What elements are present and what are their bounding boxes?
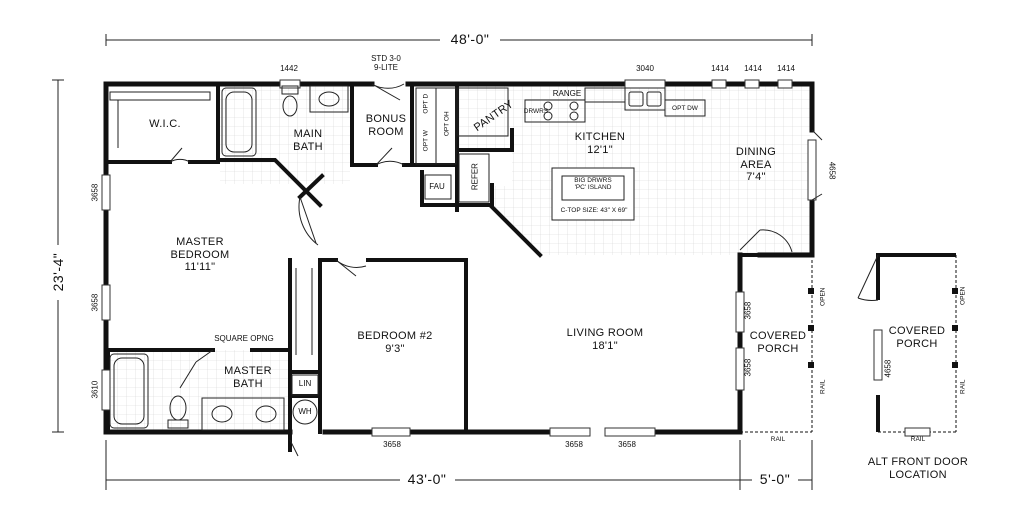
dining-line3: 7'4": [746, 171, 766, 184]
window-bottom-living-b-label: 3658: [618, 440, 636, 449]
alt-front-door-line2: LOCATION: [889, 468, 947, 481]
alt-covered-porch-label: COVERED PORCH: [887, 325, 947, 350]
fixtures: [109, 85, 706, 431]
porch-posts: [808, 288, 958, 368]
window-1414-c-label: 1414: [777, 64, 795, 73]
window-left-middle-label: 3658: [90, 293, 100, 312]
master-bath-line1: MASTER: [224, 365, 272, 377]
bedroom2-line1: BEDROOM #2: [357, 330, 433, 342]
square-opng-label: SQUARE OPNG: [214, 334, 274, 343]
refer-label: REFER: [470, 163, 480, 191]
front-door-std-label: STD 3-0 9-LITE: [362, 54, 410, 72]
living-room-line1: LIVING ROOM: [566, 327, 644, 339]
alt-covered-porch-line1: COVERED: [888, 325, 946, 337]
window-porch-upper-label: 3658: [743, 301, 753, 320]
window-1442-label: 1442: [280, 64, 298, 73]
interior-walls: [104, 82, 762, 452]
opt-d-label: OPT D: [422, 93, 430, 114]
window-1414-a-label: 1414: [711, 64, 729, 73]
opt-dw-label: OPT DW: [672, 105, 698, 112]
bedroom2-label: BEDROOM #2 9'3": [355, 330, 435, 355]
wic-label: W.I.C.: [149, 118, 181, 130]
covered-porch-label: COVERED PORCH: [748, 330, 808, 355]
bonus-room-label: BONUS ROOM: [361, 113, 411, 138]
opt-w-label: OPT W: [422, 130, 430, 152]
island-label: BIG DRWRS 'PC' ISLAND: [562, 177, 624, 192]
main-bath-line2: BATH: [293, 140, 323, 153]
kitchen-line1: KITCHEN: [574, 131, 626, 143]
window-left-upper-label: 3658: [90, 183, 100, 202]
wh-label: WH: [298, 407, 312, 416]
dining-line1: DINING: [735, 146, 777, 158]
dimension-lines: [52, 34, 813, 490]
master-bath-label: MASTER BATH: [218, 365, 278, 390]
window-1414-b-label: 1414: [744, 64, 762, 73]
overall-width-dimension: 48'-0": [450, 31, 490, 47]
alt-porch-rail-bottom-label: RAIL: [910, 436, 926, 443]
master-bedroom-line1: MASTER: [176, 236, 224, 248]
window-left-lower-label: 3610: [90, 380, 100, 399]
covered-porch-line1: COVERED: [749, 330, 807, 342]
island-line1: BIG DRWRS: [574, 177, 612, 184]
main-bath-label: MAIN BATH: [283, 128, 333, 153]
window-alt-porch-label: 4658: [883, 359, 893, 378]
window-bottom-living-a-label: 3658: [565, 440, 583, 449]
living-room-label: LIVING ROOM 18'1": [560, 327, 650, 352]
dining-line2: AREA: [740, 158, 772, 171]
window-bottom-bedroom2-label: 3658: [383, 440, 401, 449]
porch-rail-side-label: RAIL: [819, 379, 827, 394]
kitchen-line2: 12'1": [587, 143, 613, 156]
alt-front-door-label: ALT FRONT DOOR LOCATION: [858, 456, 978, 481]
covered-porch-line2: PORCH: [757, 342, 799, 355]
doors: [169, 83, 879, 457]
living-room-line2: 18'1": [592, 339, 618, 352]
master-bedroom-label: MASTER BEDROOM 11'11": [165, 236, 235, 274]
porch-rail-bottom-label: RAIL: [770, 436, 786, 443]
master-bath-line2: BATH: [233, 377, 263, 390]
house-width-dimension: 43'-0": [407, 471, 447, 487]
windows: [101, 79, 931, 437]
master-bedroom-line3: 11'11": [184, 261, 216, 274]
range-label: RANGE: [552, 89, 582, 98]
porch-outlines: [740, 255, 957, 433]
bedroom2-line2: 9'3": [385, 342, 405, 355]
bonus-room-line2: ROOM: [368, 125, 404, 138]
porch-open-label: OPEN: [819, 287, 827, 306]
alt-front-door-line1: ALT FRONT DOOR: [867, 456, 969, 468]
window-dining-right-label: 4658: [827, 161, 837, 180]
bonus-room-line1: BONUS: [365, 113, 407, 125]
window-porch-lower-label: 3658: [743, 358, 753, 377]
opt-oh-label: OPT OH: [443, 111, 451, 137]
dining-label: DINING AREA 7'4": [726, 146, 786, 184]
overall-depth-dimension: 23'-4": [49, 252, 66, 292]
island-line2: 'PC' ISLAND: [574, 184, 612, 192]
kitchen-label: KITCHEN 12'1": [565, 131, 635, 156]
lin-label: LIN: [298, 379, 312, 388]
porch-width-dimension: 5'-0": [759, 471, 791, 487]
alt-porch-open-label: OPEN: [959, 286, 967, 305]
fau-label: FAU: [429, 182, 445, 191]
drwrs-label: DRWRS: [523, 108, 549, 115]
window-3040-label: 3040: [636, 64, 654, 73]
ctop-size-label: C-TOP SIZE: 43" X 69": [560, 207, 628, 214]
alt-covered-porch-line2: PORCH: [896, 337, 938, 350]
master-bedroom-line2: BEDROOM: [170, 248, 230, 261]
alt-porch-rail-side-label: RAIL: [959, 379, 967, 394]
door-std-line1: STD 3-0: [371, 54, 401, 63]
door-std-line2: 9-LITE: [373, 63, 398, 73]
main-bath-line1: MAIN: [293, 128, 323, 140]
